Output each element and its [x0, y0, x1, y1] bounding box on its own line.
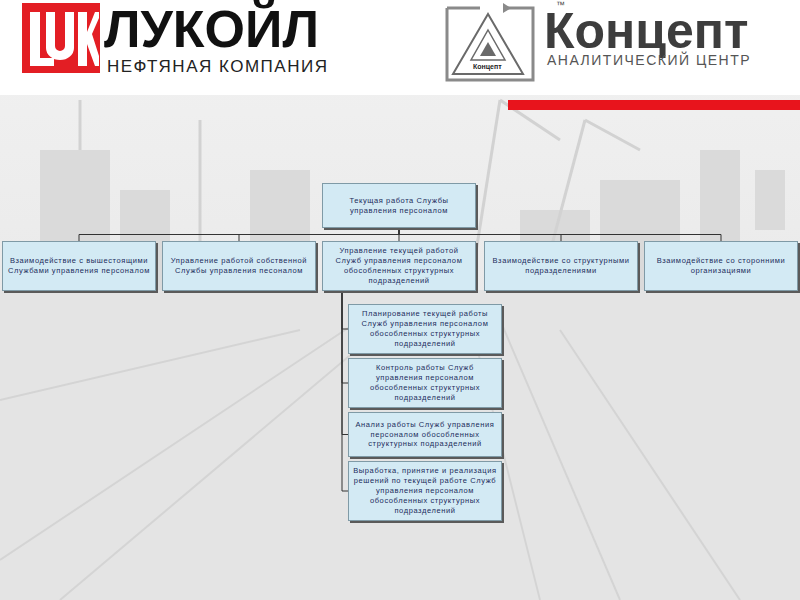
function-box: Взаимодействие со сторонними организация…: [644, 241, 798, 291]
logo-caption: Концепт: [473, 63, 502, 70]
box-text: Взаимодействие со структурными подраздел…: [489, 256, 633, 276]
box-text: Анализ работы Служб управления персонало…: [353, 420, 497, 450]
box-text: Взаимодействие с вышестоящими Службами у…: [7, 256, 151, 276]
connector-line: [79, 228, 399, 241]
brand-name: Концепт: [544, 6, 749, 56]
box-text: Управление текущей работой Служб управле…: [327, 246, 471, 286]
connector-line: [239, 228, 399, 241]
subfunction-box: Выработка, принятие и реализация решений…: [348, 461, 502, 521]
connector-line: [399, 228, 721, 241]
function-box: Взаимодействие со структурными подраздел…: [484, 241, 638, 291]
root-box: Текущая работа Службы управления персона…: [322, 183, 476, 228]
company-subtitle: НЕФТЯНАЯ КОМПАНИЯ: [107, 58, 328, 75]
subfunction-box: Контроль работы Служб управления персона…: [348, 358, 502, 408]
box-text: Выработка, принятие и реализация решений…: [353, 466, 497, 515]
function-box: Управление текущей работой Служб управле…: [322, 241, 476, 291]
box-text: Управление работой собственной Службы уп…: [167, 256, 311, 276]
subfunction-box: Анализ работы Служб управления персонало…: [348, 412, 502, 457]
box-text: Текущая работа Службы управления персона…: [327, 196, 471, 216]
subfunction-box: Планирование текущей работы Служб управл…: [348, 304, 502, 354]
company-name: ЛУКОЙЛ: [104, 3, 319, 55]
box-text: Взаимодействие со сторонними организация…: [649, 256, 793, 276]
function-box: Взаимодействие с вышестоящими Службами у…: [2, 241, 156, 291]
brand-subtitle: АНАЛИТИЧЕСКИЙ ЦЕНТР: [547, 53, 751, 67]
function-box: Управление работой собственной Службы уп…: [162, 241, 316, 291]
box-text: Планирование текущей работы Служб управл…: [353, 309, 497, 349]
box-text: Контроль работы Служб управления персона…: [353, 363, 497, 403]
